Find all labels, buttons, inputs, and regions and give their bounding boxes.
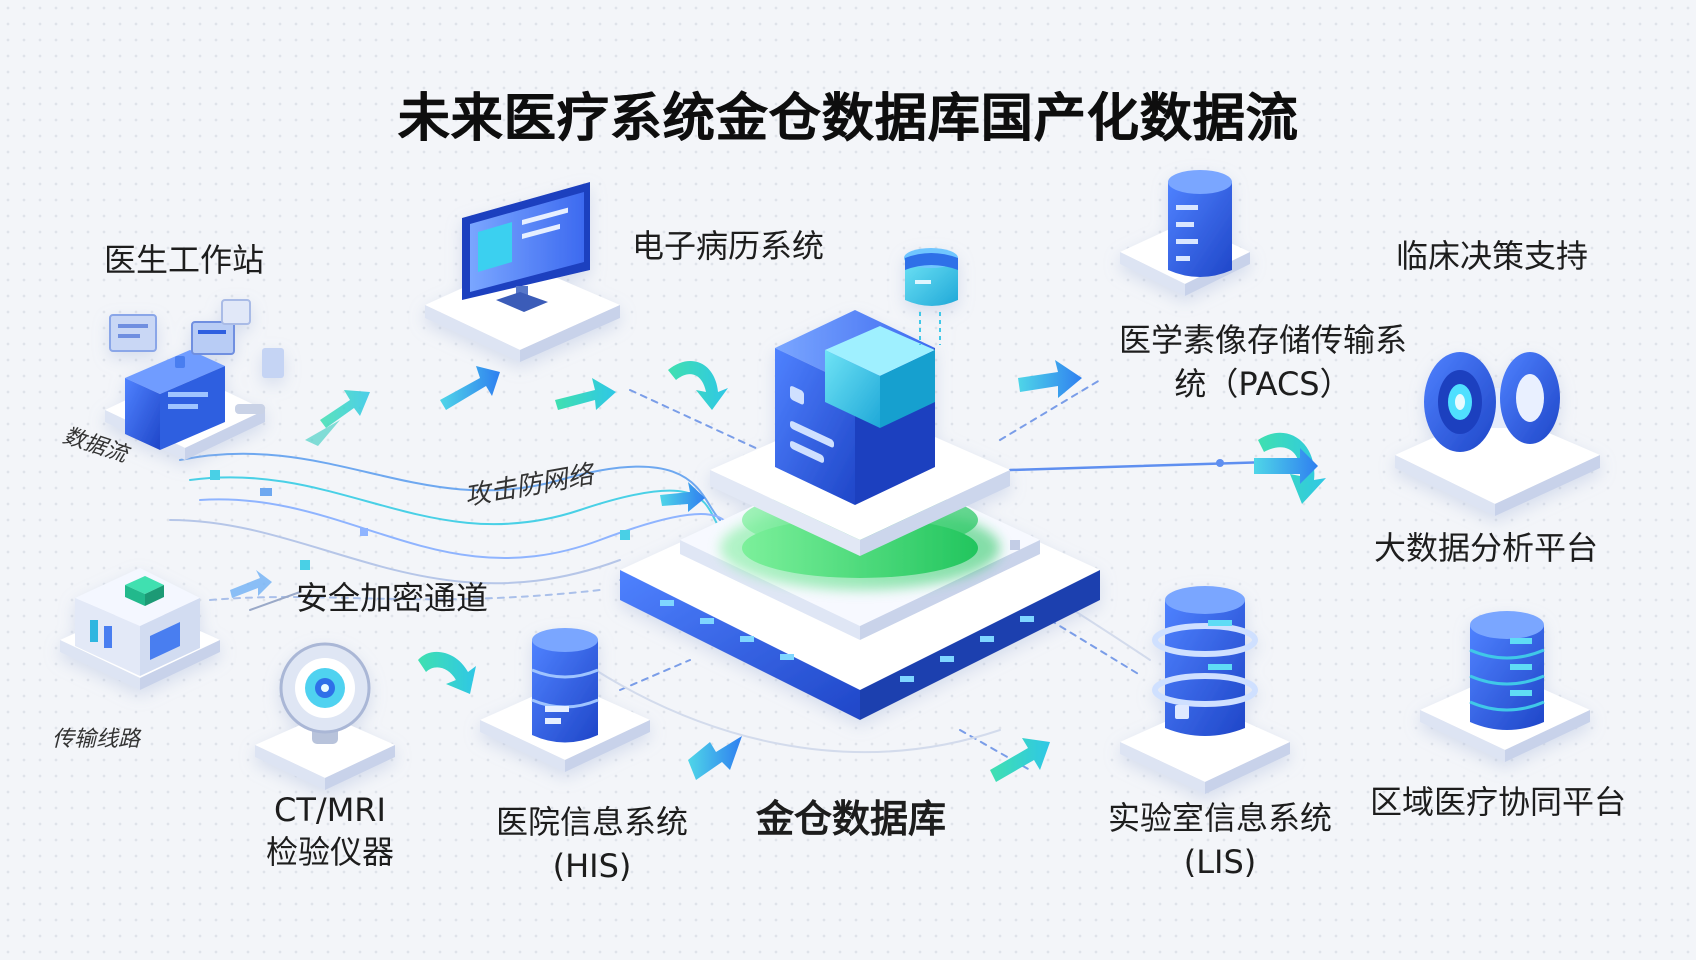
label-transmission: 传输线路 — [52, 727, 141, 752]
label-his-line2: (HIS) — [552, 847, 632, 885]
label-secure-channel: 安全加密通道 — [296, 579, 489, 617]
ct-mri-illustration — [255, 642, 395, 790]
label-ct-line1: CT/MRI — [274, 791, 386, 829]
label-regional: 区域医疗协同平台 — [1370, 783, 1627, 821]
label-lis-line2: (LIS) — [1183, 843, 1257, 881]
label-lis-line1: 实验室信息系统 — [1107, 799, 1332, 837]
label-cds: 临床决策支持 — [1396, 237, 1589, 275]
pacs-server-illustration — [1120, 170, 1250, 296]
central-database-illustration — [620, 248, 1100, 720]
label-lis: 实验室信息系统 (LIS) — [1080, 798, 1360, 882]
label-ct-line2: 检验仪器 — [265, 833, 394, 871]
doctor-station-illustration — [105, 299, 284, 460]
clinical-decision-illustration — [1395, 352, 1600, 516]
transmission-device-illustration — [60, 568, 220, 690]
label-bigdata: 大数据分析平台 — [1374, 529, 1599, 567]
label-pacs-line1: 医学素像存储传输系 — [1118, 321, 1407, 359]
his-server-illustration — [480, 628, 650, 772]
label-pacs: 医学素像存储传输系 统（PACS） — [1098, 320, 1428, 404]
label-center-database: 金仓数据库 — [756, 797, 947, 841]
label-doctor-station: 医生工作站 — [104, 241, 265, 279]
label-his: 医院信息系统 (HIS) — [462, 802, 722, 886]
regional-server-illustration — [1420, 611, 1590, 762]
emr-monitor-illustration — [425, 182, 620, 362]
flow-arrows — [230, 360, 1326, 782]
network-nodes — [210, 470, 1020, 570]
label-pacs-line2: 统（PACS） — [1174, 365, 1352, 403]
label-emr: 电子病历系统 — [632, 227, 825, 265]
page-title: 未来医疗系统金仓数据库国产化数据流 — [397, 89, 1299, 149]
label-his-line1: 医院信息系统 — [495, 803, 688, 841]
lis-server-illustration — [1120, 586, 1290, 794]
label-ct-mri: CT/MRI 检验仪器 — [240, 790, 420, 872]
